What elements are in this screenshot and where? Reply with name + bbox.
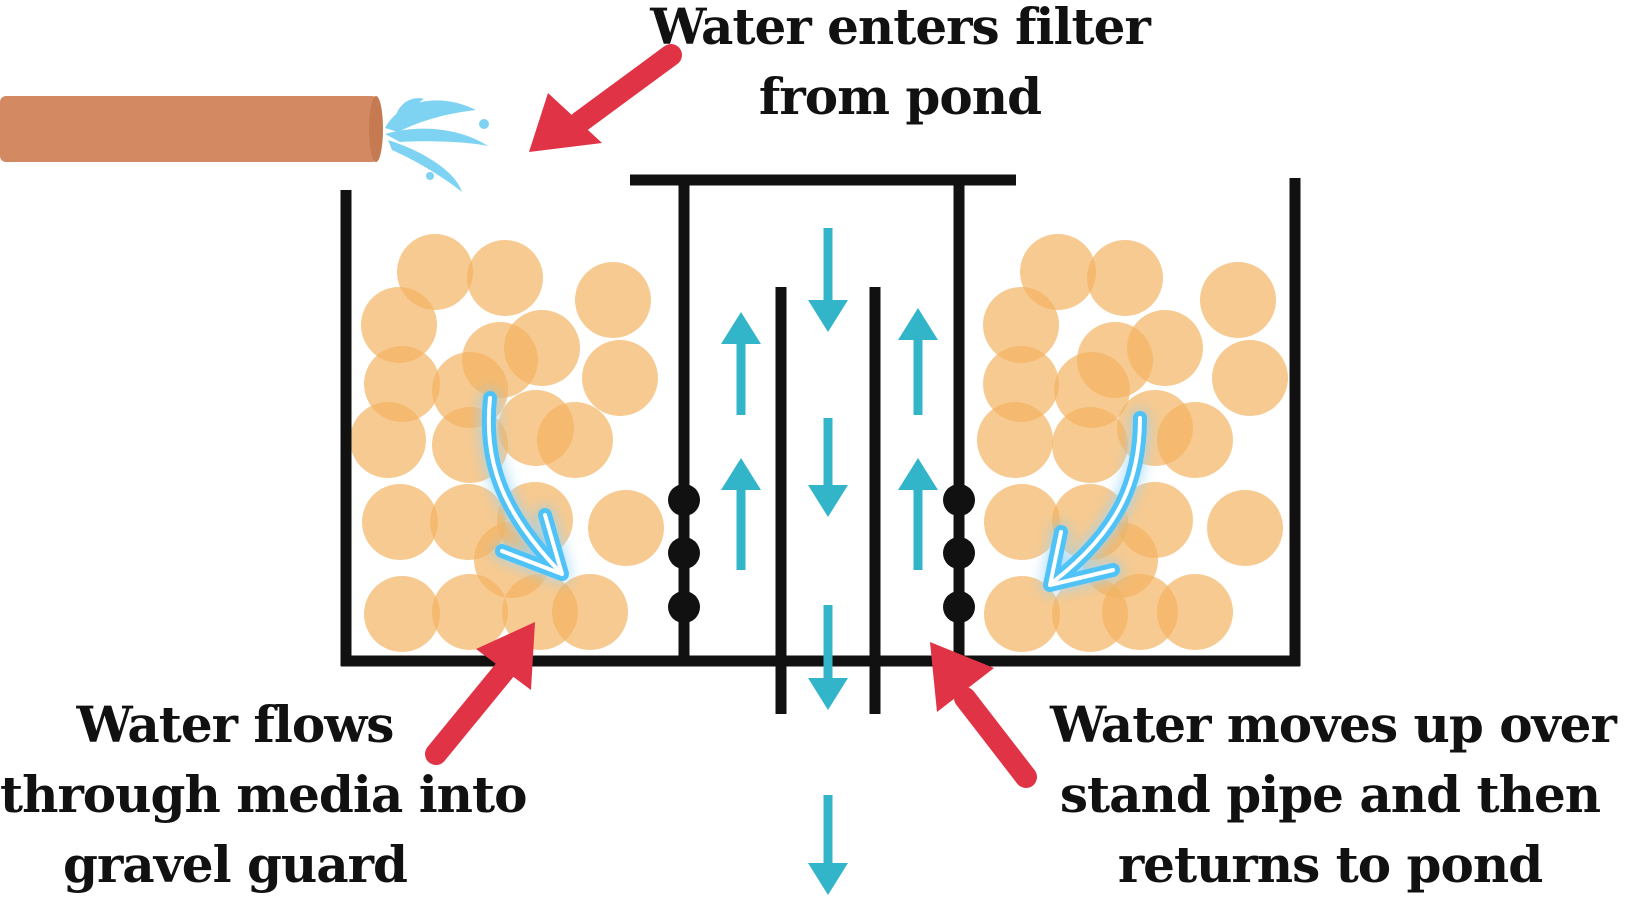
- media-ball-icon: [1212, 340, 1288, 416]
- media-ball-icon: [1200, 262, 1276, 338]
- caption-return-line-2: stand pipe and then: [1059, 765, 1601, 824]
- media-ball-icon: [1157, 574, 1233, 650]
- caption-return: Water moves up over stand pipe and then …: [1050, 690, 1617, 900]
- media-ball-icon: [1020, 234, 1096, 310]
- media-ball-icon: [983, 287, 1059, 363]
- water-splash-icon: [385, 98, 489, 192]
- callout-arrow-media: [425, 622, 535, 765]
- caption-inlet: Water enters filter from pond: [600, 0, 1200, 132]
- media-ball-icon: [467, 240, 543, 316]
- media-ball-icon: [1087, 240, 1163, 316]
- media-ball-icon: [364, 576, 440, 652]
- caption-media-line-3: gravel guard: [63, 835, 408, 894]
- media-ball-icon: [1157, 402, 1233, 478]
- caption-media-line-2: through media into: [0, 765, 527, 824]
- flow-arrow-down-icon: [808, 605, 848, 710]
- caption-return-line-1: Water moves up over: [1050, 695, 1617, 754]
- flow-arrow-up-icon: [721, 312, 761, 415]
- caption-return-line-3: returns to pond: [1117, 835, 1543, 894]
- flow-arrow-up-icon: [721, 458, 761, 570]
- media-ball-icon: [575, 262, 651, 338]
- media-ball-icon: [582, 340, 658, 416]
- media-ball-icon: [1082, 522, 1158, 598]
- media-ball-icon: [1127, 310, 1203, 386]
- caption-media-line-1: Water flows: [76, 695, 395, 754]
- media-ball-icon: [432, 574, 508, 650]
- media-ball-icon: [397, 234, 473, 310]
- media-ball-icon: [984, 484, 1060, 560]
- caption-inlet-line-1: Water enters filter: [650, 0, 1151, 56]
- media-ball-icon: [588, 490, 664, 566]
- caption-inlet-line-2: from pond: [758, 67, 1042, 126]
- media-ball-icon: [1207, 490, 1283, 566]
- media-flow-arrow-right: [1043, 411, 1147, 592]
- filter-tank: [340, 174, 1301, 714]
- inlet-pipe-icon: [0, 96, 378, 162]
- flow-arrow-down-icon: [808, 418, 848, 517]
- flow-arrows: [721, 228, 938, 895]
- media-ball-icon: [350, 402, 426, 478]
- media-ball-icon: [552, 574, 628, 650]
- media-flow-arrow-left: [481, 391, 569, 581]
- callout-arrow-return: [930, 642, 1037, 788]
- media-ball-icon: [1054, 352, 1130, 428]
- media-ball-icon: [361, 287, 437, 363]
- flow-arrow-up-icon: [898, 308, 938, 415]
- flow-arrow-down-icon: [808, 795, 848, 895]
- caption-media: Water flows through media into gravel gu…: [0, 690, 527, 900]
- flow-arrow-down-icon: [808, 228, 848, 332]
- media-ball-icon: [983, 346, 1059, 422]
- media-ball-icon: [504, 310, 580, 386]
- media-ball-icon: [977, 402, 1053, 478]
- callout-arrow-inlet: [529, 44, 682, 152]
- media-ball-icon: [537, 402, 613, 478]
- media-ball-icon: [362, 484, 438, 560]
- media-ball-icon: [984, 576, 1060, 652]
- media-ball-icon: [1052, 407, 1128, 483]
- gravel-guard-holes: [668, 484, 975, 623]
- inlet-pipe-mouth: [369, 96, 383, 162]
- flow-arrow-up-icon: [898, 458, 938, 570]
